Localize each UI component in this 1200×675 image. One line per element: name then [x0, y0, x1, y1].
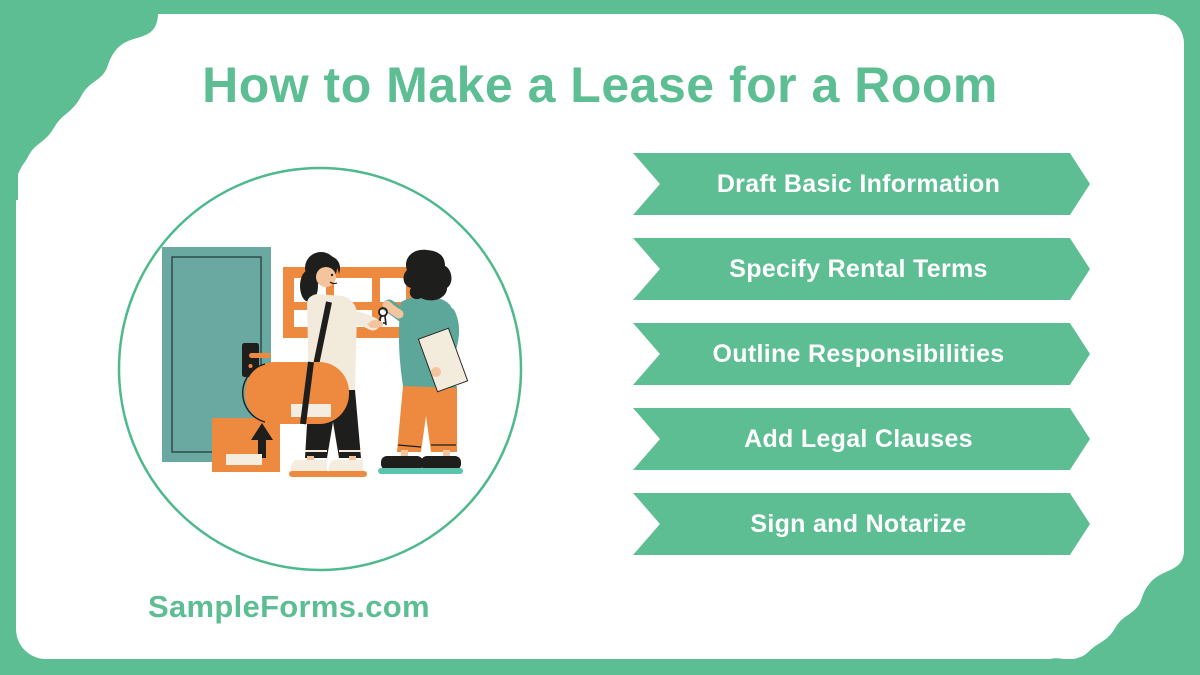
step-banner-1: Draft Basic Information	[633, 153, 1090, 215]
key-handover-illustration	[117, 166, 523, 572]
landlord	[378, 249, 469, 474]
moving-box	[212, 418, 280, 472]
step-label: Outline Responsibilities	[712, 339, 1005, 368]
step-banner-2: Specify Rental Terms	[633, 238, 1090, 300]
tenant	[241, 252, 383, 477]
step-banner-3: Outline Responsibilities	[633, 323, 1090, 385]
site-name: SampleForms.com	[148, 589, 430, 624]
step-label: Draft Basic Information	[716, 169, 1001, 198]
duffel-bag	[241, 361, 349, 425]
step-label: Add Legal Clauses	[744, 424, 973, 453]
step-label: Sign and Notarize	[750, 509, 967, 538]
steps-list: Draft Basic Information Specify Rental T…	[633, 153, 1090, 555]
clipboard	[417, 327, 469, 393]
step-banner-5: Sign and Notarize	[633, 493, 1090, 555]
page-title: How to Make a Lease for a Room	[202, 57, 998, 113]
step-banner-4: Add Legal Clauses	[633, 408, 1090, 470]
step-label: Specify Rental Terms	[729, 254, 988, 283]
